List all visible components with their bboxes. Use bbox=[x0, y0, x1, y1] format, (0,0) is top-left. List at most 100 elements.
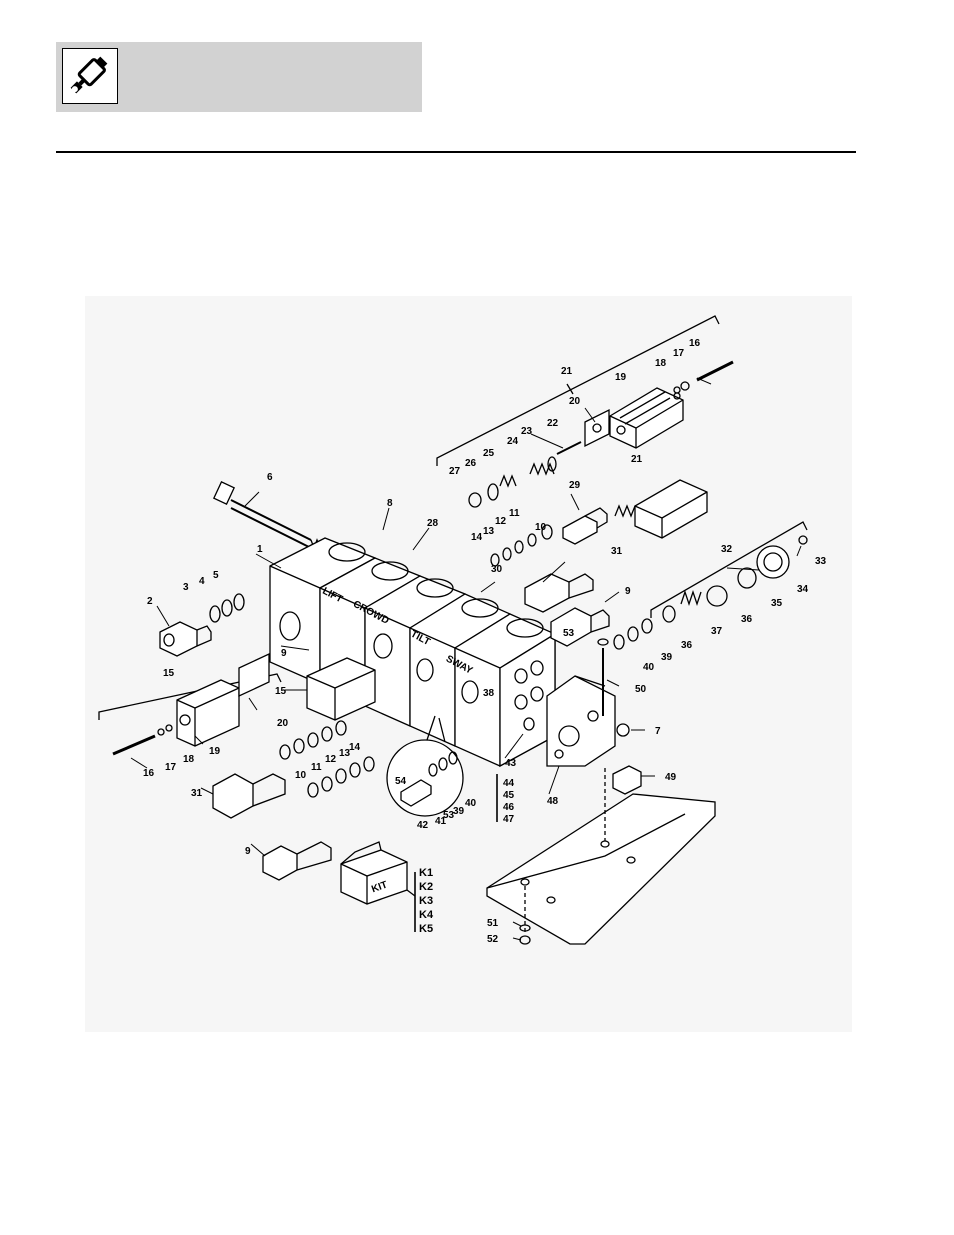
kit-k1: K1 bbox=[419, 867, 433, 879]
callout-15-a: 15 bbox=[163, 668, 175, 679]
callout-29: 29 bbox=[569, 480, 581, 491]
callout-3: 3 bbox=[183, 582, 189, 593]
callout-16-a: 16 bbox=[143, 768, 155, 779]
callout-19-a: 19 bbox=[209, 746, 221, 757]
callout-11-a: 11 bbox=[509, 508, 520, 519]
relief-valve-31-upper bbox=[525, 574, 593, 612]
bolt-left bbox=[113, 736, 155, 754]
callout-20-a: 20 bbox=[277, 718, 289, 729]
callout-28: 28 bbox=[427, 518, 439, 529]
header-rule bbox=[56, 151, 856, 153]
callout-38: 38 bbox=[483, 688, 495, 699]
callout-27: 27 bbox=[449, 466, 461, 477]
solenoid-cylinder-left bbox=[177, 680, 239, 746]
inlet-fitting-2 bbox=[160, 622, 211, 656]
callout-33: 33 bbox=[815, 556, 827, 567]
callout-53-a: 53 bbox=[563, 628, 575, 639]
kit-leader bbox=[407, 890, 415, 896]
callout-14-a: 14 bbox=[471, 532, 483, 543]
callout-11-b: 11 bbox=[311, 762, 322, 773]
callout-39-a: 39 bbox=[661, 652, 673, 663]
callout-40-a: 40 bbox=[643, 662, 655, 673]
callout-36-b: 36 bbox=[681, 640, 693, 651]
plug-9-lower bbox=[263, 842, 331, 880]
callout-49: 49 bbox=[665, 772, 677, 783]
gasket-plate-top bbox=[585, 410, 609, 446]
hydraulic-cylinder-icon bbox=[62, 48, 118, 104]
callout-54: 54 bbox=[395, 776, 407, 787]
callout-46: 46 bbox=[503, 802, 515, 813]
gasket-plate-left bbox=[239, 654, 269, 696]
callout-7: 7 bbox=[655, 726, 661, 737]
kit-box: KIT bbox=[341, 842, 407, 904]
seal-ring-53-right bbox=[642, 619, 652, 633]
end-cap-assembly-32 bbox=[663, 536, 807, 622]
nut-52 bbox=[520, 936, 530, 944]
callout-24: 24 bbox=[507, 436, 519, 447]
callout-5: 5 bbox=[213, 570, 219, 581]
callout-30: 30 bbox=[491, 564, 503, 575]
washer-left-18 bbox=[166, 725, 172, 731]
spool-pin-22 bbox=[557, 442, 581, 454]
callout-34: 34 bbox=[797, 584, 809, 595]
callout-37: 37 bbox=[711, 626, 723, 637]
callout-4: 4 bbox=[199, 576, 205, 587]
callout-44: 44 bbox=[503, 778, 515, 789]
callout-36-a: 36 bbox=[741, 614, 753, 625]
callout-19-b: 19 bbox=[615, 372, 627, 383]
callout-48: 48 bbox=[547, 796, 559, 807]
seal-ring-5 bbox=[234, 594, 244, 610]
callout-18-b: 18 bbox=[655, 358, 667, 369]
callout-42: 42 bbox=[417, 820, 429, 831]
callout-15-b: 15 bbox=[275, 686, 287, 697]
callout-20-b: 20 bbox=[569, 396, 581, 407]
kit-k5: K5 bbox=[419, 923, 433, 935]
callout-2: 2 bbox=[147, 596, 153, 607]
kit-k4: K4 bbox=[419, 909, 434, 921]
plug-49 bbox=[613, 766, 641, 794]
callout-8: 8 bbox=[387, 498, 393, 509]
mounting-bracket-48 bbox=[547, 676, 615, 766]
callout-10-a: 10 bbox=[535, 522, 547, 533]
solenoid-cylinder-middle bbox=[615, 480, 707, 538]
kit-k3: K3 bbox=[419, 895, 433, 907]
exploded-parts-diagram: KIT LIFT CROWD TILT SWAY K1 K2 K3 K4 K5 bbox=[85, 296, 852, 1032]
kit-k2: K2 bbox=[419, 881, 433, 893]
callout-50: 50 bbox=[635, 684, 647, 695]
callout-18-a: 18 bbox=[183, 754, 195, 765]
callout-23: 23 bbox=[521, 426, 533, 437]
callout-21-b: 21 bbox=[631, 454, 643, 465]
callout-26: 26 bbox=[465, 458, 477, 469]
callout-43: 43 bbox=[505, 758, 517, 769]
callout-10-b: 10 bbox=[295, 770, 307, 781]
callout-9-c: 9 bbox=[245, 846, 251, 857]
relief-valve-29 bbox=[563, 508, 607, 544]
callout-9-a: 9 bbox=[281, 648, 287, 659]
callout-1: 1 bbox=[257, 544, 263, 555]
callout-52: 52 bbox=[487, 934, 499, 945]
callout-22: 22 bbox=[547, 418, 559, 429]
callout-9-b: 9 bbox=[625, 586, 631, 597]
plug-9-right bbox=[551, 608, 609, 646]
washer-top-18 bbox=[674, 387, 680, 393]
washer-left-17 bbox=[158, 729, 164, 735]
callout-6: 6 bbox=[267, 472, 273, 483]
nut-7 bbox=[617, 724, 629, 736]
relief-valve-31-lower bbox=[213, 774, 285, 818]
callout-35: 35 bbox=[771, 598, 783, 609]
callout-16-b: 16 bbox=[689, 338, 701, 349]
callout-53-b: 53 bbox=[443, 810, 455, 821]
callout-12-a: 12 bbox=[495, 516, 507, 527]
callout-47: 47 bbox=[503, 814, 515, 825]
callout-31-a: 31 bbox=[611, 546, 623, 557]
seal-ring-4 bbox=[222, 600, 232, 616]
callout-45: 45 bbox=[503, 790, 515, 801]
callout-13-a: 13 bbox=[483, 526, 495, 537]
callout-14-b: 14 bbox=[349, 742, 361, 753]
mounting-plate bbox=[487, 794, 715, 944]
tie-rod-6 bbox=[214, 482, 323, 548]
callout-17-b: 17 bbox=[673, 348, 685, 359]
callout-12-b: 12 bbox=[325, 754, 337, 765]
solenoid-cylinder-top bbox=[610, 388, 683, 448]
callout-32: 32 bbox=[721, 544, 733, 555]
